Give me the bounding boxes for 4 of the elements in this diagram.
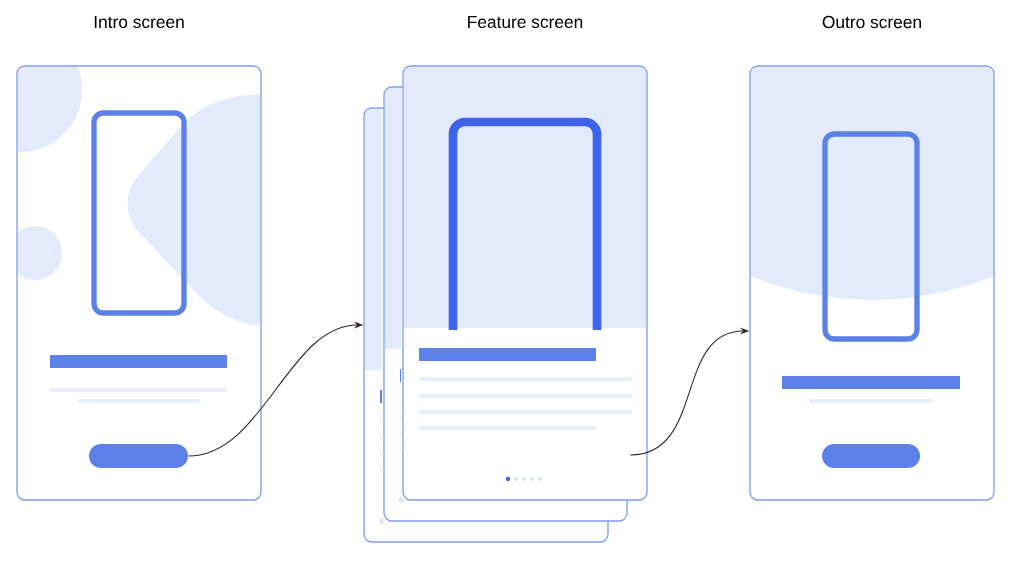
screen-heading: Outro screen [822, 15, 921, 29]
screen-heading: Intro screen [94, 15, 184, 29]
screen-heading: Feature screen [468, 15, 583, 29]
button [89, 444, 188, 468]
